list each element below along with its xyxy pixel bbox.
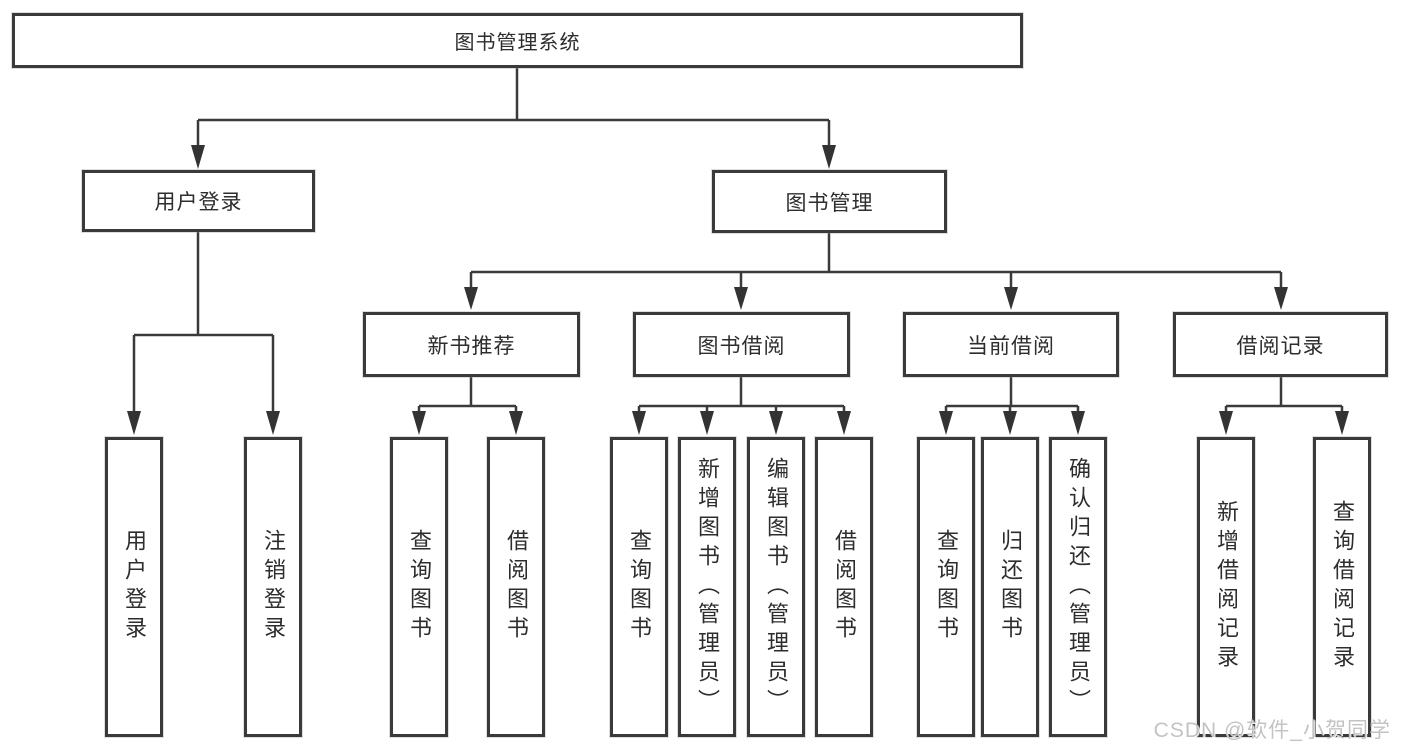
node-library-management-system: 图书管理系统 [12,13,1023,68]
node-label: 新增图书（管理员） [695,456,720,718]
leaf-confirm-return-admin: 确认归还（管理员） [1049,437,1107,737]
node-label: 借阅记录 [1236,334,1325,358]
node-label: 查询图书 [407,529,432,645]
node-label: 新增借阅记录 [1214,500,1239,674]
leaf-query-books-current: 查询图书 [917,437,975,737]
leaf-borrow-books: 借阅图书 [815,437,873,737]
node-label: 图书管理系统 [454,32,581,54]
node-label: 注销登录 [261,529,286,645]
node-book-management-branch: 图书管理 [712,170,947,233]
node-label: 图书借阅 [697,334,786,358]
node-book-borrowing: 图书借阅 [633,312,850,377]
node-label: 查询借阅记录 [1330,500,1355,674]
leaf-borrow-books-recommend: 借阅图书 [487,437,545,737]
leaf-logout: 注销登录 [244,437,302,737]
node-label: 归还图书 [998,529,1023,645]
node-label: 新书推荐 [427,334,516,358]
leaf-user-login: 用户登录 [105,437,163,737]
node-current-borrowing: 当前借阅 [903,312,1119,377]
node-label: 编辑图书（管理员） [764,456,789,718]
node-label: 确认归还（管理员） [1066,456,1091,718]
csdn-watermark: CSDN @软件_小贺同学 [1153,719,1391,742]
node-label: 用户登录 [122,529,147,645]
leaf-query-books-borrow: 查询图书 [610,437,668,737]
node-label: 当前借阅 [967,334,1055,358]
leaf-query-borrow-record: 查询借阅记录 [1313,437,1371,737]
node-new-book-recommendation: 新书推荐 [363,312,580,377]
node-borrowing-records: 借阅记录 [1173,312,1388,377]
leaf-edit-books-admin: 编辑图书（管理员） [747,437,805,737]
node-label: 借阅图书 [504,529,529,645]
node-label: 借阅图书 [832,529,857,645]
arrowhead-icons [127,145,1349,435]
node-label: 查询图书 [627,529,652,645]
node-user-login-branch: 用户登录 [82,170,315,232]
leaf-add-borrow-record: 新增借阅记录 [1197,437,1255,737]
node-label: 查询图书 [934,529,959,645]
leaf-query-books-recommend: 查询图书 [390,437,448,737]
node-label: 用户登录 [154,191,243,214]
leaf-add-books-admin: 新增图书（管理员） [678,437,736,737]
leaf-return-books: 归还图书 [981,437,1039,737]
node-label: 图书管理 [785,191,874,215]
